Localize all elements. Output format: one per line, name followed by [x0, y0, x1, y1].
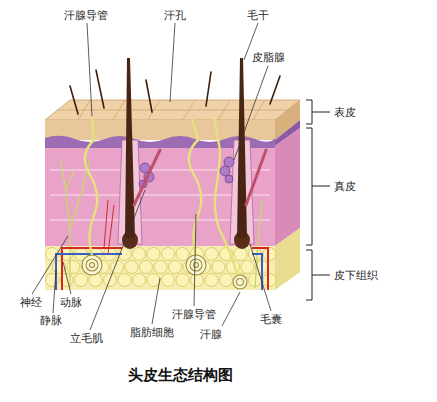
layer-brackets	[306, 100, 330, 300]
part-label: 动脉	[60, 296, 82, 309]
part-label: 静脉	[40, 314, 62, 327]
fat-cell	[133, 248, 146, 261]
skin-surface	[45, 100, 300, 120]
part-label: 汗腺导管	[172, 308, 216, 321]
fat-cell	[263, 248, 276, 261]
fat-cell	[176, 248, 189, 261]
fat-cell	[118, 274, 131, 287]
fat-cell	[205, 274, 218, 287]
fat-cell	[220, 274, 233, 287]
fat-cell	[53, 261, 66, 274]
leader-lines	[32, 23, 271, 330]
fat-cell	[176, 274, 189, 287]
part-label: 汗腺	[200, 328, 222, 341]
fat-cell	[67, 261, 80, 274]
fat-cell	[133, 274, 146, 287]
part-label: 汗孔	[164, 9, 186, 22]
surface-hairs	[70, 70, 280, 114]
part-label: 皮脂腺	[252, 51, 285, 64]
part-label: 毛干	[247, 9, 269, 22]
fat-cell	[234, 248, 247, 261]
part-label: 毛囊	[260, 313, 282, 326]
subcutaneous-layer	[45, 246, 275, 290]
fat-cell	[263, 274, 276, 287]
fat-cell	[140, 261, 153, 274]
fat-cell	[212, 261, 225, 274]
fat-cell	[147, 274, 160, 287]
part-label: 立毛肌	[70, 332, 103, 345]
sweat-glands	[82, 255, 247, 289]
sweat-ducts	[85, 118, 238, 278]
layer-label: 真皮	[334, 180, 356, 193]
fat-cell	[147, 248, 160, 261]
fat-cell	[111, 261, 124, 274]
part-label: 汗腺导管	[64, 9, 108, 22]
fat-cell	[154, 261, 167, 274]
fat-cell	[169, 261, 182, 274]
layer-label: 表皮	[334, 106, 356, 119]
fat-cell	[205, 248, 218, 261]
hair-follicles	[118, 58, 254, 249]
fat-side	[275, 228, 300, 290]
dermis-side	[275, 128, 300, 246]
part-label: 神经	[20, 296, 42, 309]
diagram-title: 头皮生态结构图	[128, 366, 233, 385]
fat-cell	[241, 261, 254, 274]
layer-label: 皮下组织	[334, 269, 378, 282]
fat-cell	[162, 248, 175, 261]
fat-cell	[75, 274, 88, 287]
fat-cell	[162, 274, 175, 287]
part-label: 脂肪细胞	[130, 326, 174, 339]
arrector-pili	[134, 150, 266, 205]
fat-cell	[125, 261, 138, 274]
